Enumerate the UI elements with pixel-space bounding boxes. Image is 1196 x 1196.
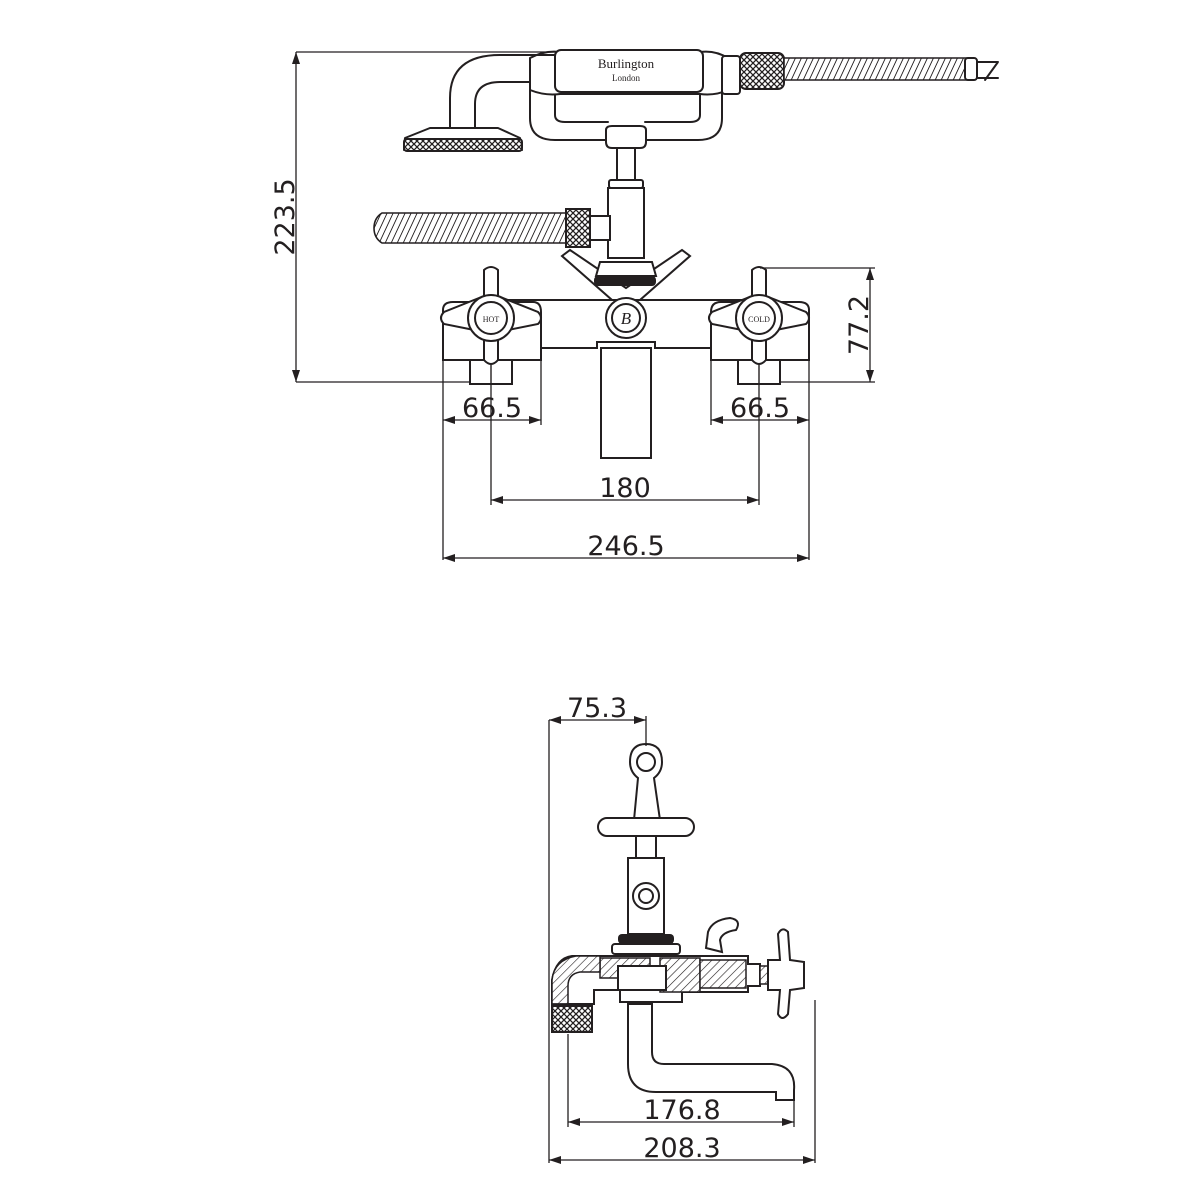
- dim-inlet-centres: 180: [490, 384, 760, 505]
- handset-brand-place: London: [612, 73, 640, 83]
- hose-break-mark: [977, 61, 999, 81]
- hose-lower-outlet: [589, 215, 611, 241]
- riser-upper: [616, 147, 636, 183]
- side-inlet-nut: [551, 1005, 593, 1033]
- side-body-core: [617, 965, 667, 991]
- hot-handle: HOT: [440, 266, 542, 365]
- dim-spout-projection-label: 176.8: [643, 1095, 720, 1126]
- riser-body: [607, 187, 645, 259]
- dim-inlet-centres-label: 180: [599, 473, 651, 504]
- dim-left-inlet: 66.5: [442, 330, 542, 560]
- diverter-knurl-ring: [594, 276, 656, 286]
- dim-side-overall: 208.3: [549, 1000, 816, 1164]
- dim-side-top-label: 75.3: [567, 693, 627, 724]
- side-lever: [704, 916, 739, 954]
- side-riser-port-inner: [638, 888, 654, 904]
- side-riser-collar: [611, 943, 681, 955]
- side-body-hatch-right: [699, 959, 747, 989]
- dim-side-overall-label: 208.3: [643, 1133, 720, 1164]
- handset-grip-collar: [721, 55, 741, 95]
- dim-overall-width-label: 246.5: [587, 531, 664, 562]
- dim-handle-height-label: 77.2: [844, 295, 875, 355]
- hose-top: [783, 57, 969, 81]
- dim-handle-height: 77.2: [760, 267, 875, 383]
- shower-arm: [449, 54, 556, 129]
- dim-total-height: 223.5: [270, 51, 555, 383]
- spout-front: [600, 347, 652, 459]
- cold-handle: COLD: [708, 266, 810, 365]
- centre-badge-inner: [611, 303, 641, 333]
- hose-top-end: [964, 57, 978, 81]
- dim-total-height-label: 223.5: [270, 178, 301, 255]
- handset-label-plate: [554, 49, 704, 93]
- shower-head-knurl: [403, 138, 523, 152]
- handset-grip-knurl: [739, 52, 785, 90]
- svg-text:COLD: COLD: [748, 315, 770, 324]
- dim-overall-width: 246.5: [443, 531, 809, 562]
- diverter-collar: [594, 261, 658, 277]
- cradle-hub: [605, 125, 647, 149]
- side-spout: [627, 1003, 796, 1101]
- dim-left-inlet-label: 66.5: [462, 393, 522, 424]
- side-riser-knurl: [618, 934, 674, 944]
- dim-right-inlet-label: 66.5: [730, 393, 790, 424]
- svg-text:HOT: HOT: [483, 315, 500, 324]
- side-riser-upper: [635, 835, 657, 859]
- dim-side-top: 75.3: [548, 693, 647, 1163]
- hose-lower: [373, 212, 568, 244]
- riser-collar: [608, 179, 644, 189]
- cradle-yoke: [529, 89, 723, 141]
- side-inlet-elbow: [551, 955, 601, 1005]
- dim-spout-projection: 176.8: [567, 1034, 795, 1127]
- centre-badge-monogram: B: [621, 309, 632, 328]
- front-view: Burlington London B: [270, 49, 999, 562]
- side-view: 75.3 176.8 208.3: [548, 693, 816, 1164]
- side-hook-eye: [636, 752, 656, 772]
- handset-brand-name: Burlington: [598, 56, 655, 71]
- side-cross-handle: [767, 928, 805, 1019]
- hose-lower-nut: [565, 208, 591, 248]
- dim-right-inlet: 66.5: [710, 330, 810, 560]
- side-shower-head: [597, 817, 695, 837]
